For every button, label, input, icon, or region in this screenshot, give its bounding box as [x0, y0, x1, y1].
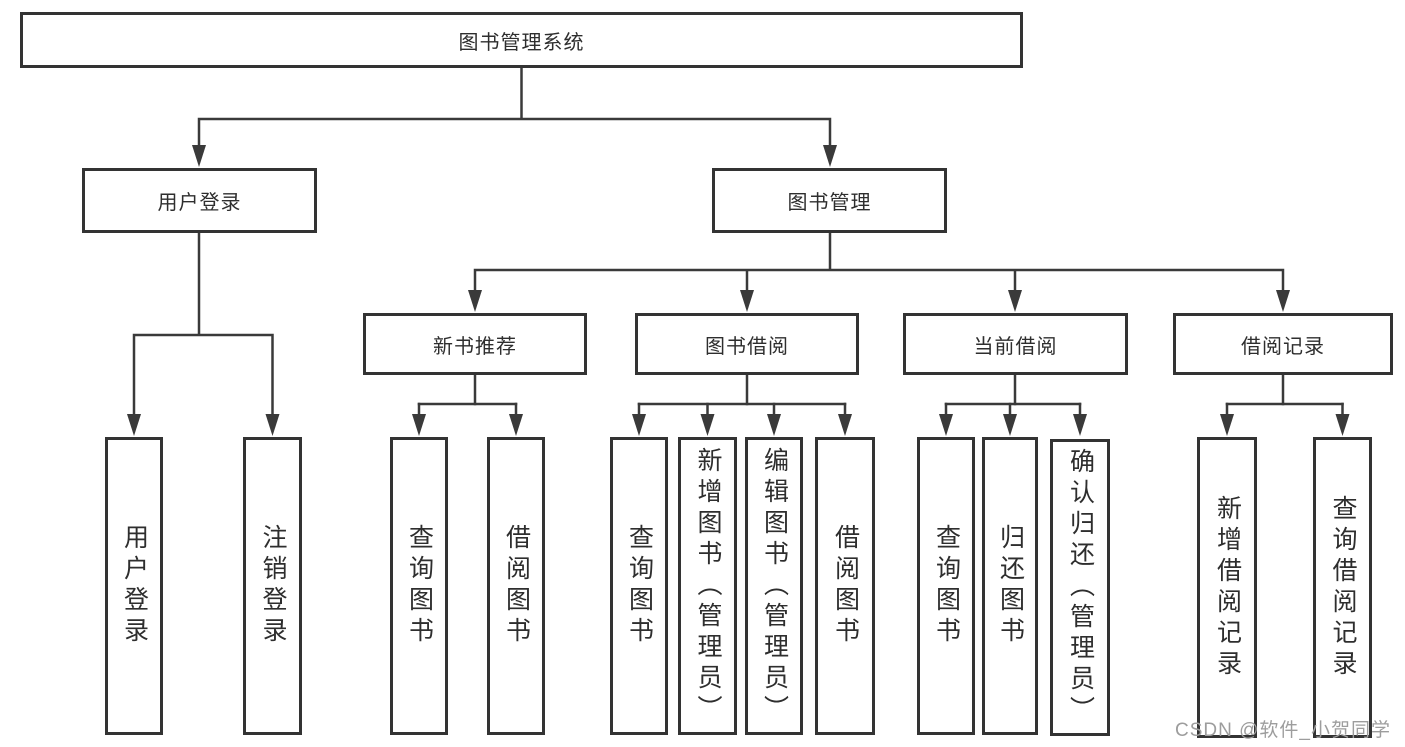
- node-leaf-cb-confirm-return: 确认归还（管理员）: [1050, 439, 1110, 736]
- node-leaf-bb-edit-books: 编辑图书（管理员）: [745, 437, 803, 735]
- node-leaf-nb-borrow-books: 借阅图书: [487, 437, 545, 735]
- node-new-book-recommend: 新书推荐: [363, 313, 587, 375]
- node-borrowing-records: 借阅记录: [1173, 313, 1393, 375]
- node-user-login-label: 用户登录: [157, 192, 242, 214]
- node-book-management-label: 图书管理: [787, 192, 872, 214]
- node-root-label: 图书管理系统: [458, 31, 585, 54]
- node-new-book-recommend-label: 新书推荐: [433, 335, 517, 358]
- node-leaf-user-login: 用户登录: [105, 437, 163, 735]
- node-leaf-cb-return-books-label: 归还图书: [996, 524, 1025, 648]
- node-leaf-logout-label: 注销登录: [259, 524, 287, 648]
- node-leaf-cb-confirm-return-label: 确认归还（管理员）: [1066, 448, 1095, 727]
- node-leaf-nb-query-books: 查询图书: [390, 437, 448, 735]
- node-leaf-br-add-record: 新增借阅记录: [1197, 437, 1257, 738]
- node-current-borrowing-label: 当前借阅: [973, 335, 1058, 358]
- node-leaf-bb-add-books: 新增图书（管理员）: [678, 437, 737, 735]
- node-leaf-bb-add-books-label: 新增图书（管理员）: [694, 446, 722, 726]
- node-current-borrowing: 当前借阅: [903, 313, 1128, 375]
- node-leaf-nb-borrow-books-label: 借阅图书: [502, 524, 531, 648]
- node-leaf-nb-query-books-label: 查询图书: [405, 524, 434, 648]
- node-leaf-cb-query-books: 查询图书: [917, 437, 975, 735]
- node-leaf-user-login-label: 用户登录: [120, 524, 149, 648]
- node-borrowing-records-label: 借阅记录: [1241, 335, 1325, 358]
- node-book-borrowing-label: 图书借阅: [705, 335, 789, 358]
- node-book-borrowing: 图书借阅: [635, 313, 859, 375]
- arrowheads: [127, 145, 1350, 436]
- node-leaf-br-query-record: 查询借阅记录: [1313, 437, 1372, 738]
- node-leaf-cb-query-books-label: 查询图书: [932, 524, 961, 648]
- node-leaf-br-add-record-label: 新增借阅记录: [1213, 494, 1242, 681]
- csdn-watermark: CSDN @软件_小贺同学: [1175, 720, 1391, 741]
- node-leaf-bb-query-books-label: 查询图书: [625, 524, 654, 648]
- node-leaf-br-query-record-label: 查询借阅记录: [1329, 494, 1357, 681]
- node-leaf-bb-borrow-books-label: 借阅图书: [831, 524, 860, 648]
- node-leaf-cb-return-books: 归还图书: [982, 437, 1038, 735]
- node-root: 图书管理系统: [20, 12, 1023, 68]
- node-leaf-bb-query-books: 查询图书: [610, 437, 668, 735]
- node-leaf-logout: 注销登录: [243, 437, 302, 735]
- node-book-management: 图书管理: [712, 168, 947, 233]
- node-user-login: 用户登录: [82, 168, 317, 233]
- node-leaf-bb-edit-books-label: 编辑图书（管理员）: [760, 446, 789, 726]
- node-leaf-bb-borrow-books: 借阅图书: [815, 437, 875, 735]
